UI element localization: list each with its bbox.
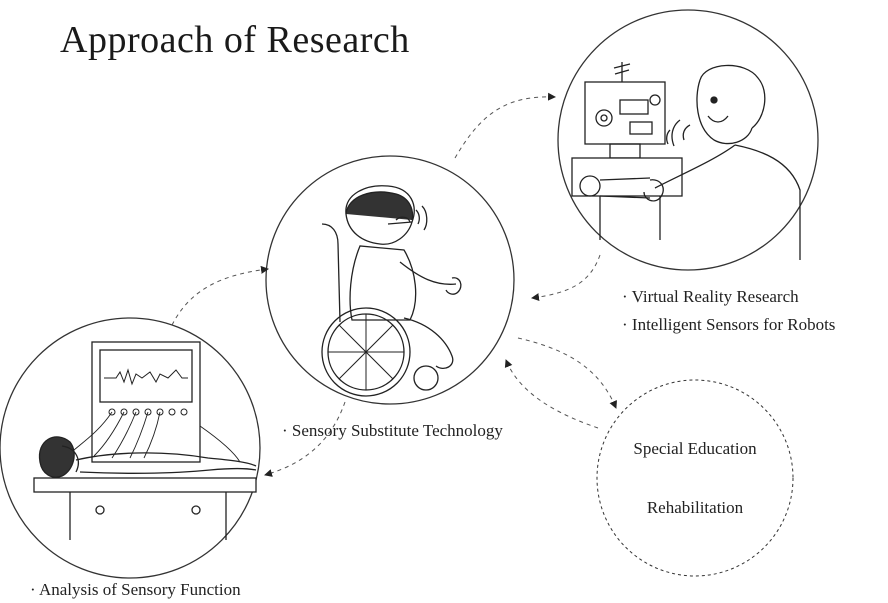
arrow-wheelchair-to-robot xyxy=(454,92,556,159)
analysis-illustration xyxy=(33,341,257,540)
label-intelligent-sensors: · Intelligent Sensors for Robots xyxy=(622,315,836,334)
education-circle xyxy=(596,379,794,577)
arrow-wheelchair-to-education xyxy=(517,337,617,409)
robot-illustration xyxy=(571,62,683,240)
arrow-wheelchair-to-analysis xyxy=(264,401,346,477)
label-sensory-substitute: · Sensory Substitute Technology xyxy=(282,421,503,440)
label-special-education: Special Education xyxy=(633,439,757,458)
arrow-robot-to-wheelchair xyxy=(531,254,601,302)
robot-circle xyxy=(557,9,819,271)
child-illustration xyxy=(643,64,801,260)
wheelchair-circle xyxy=(265,155,515,405)
arrow-education-to-wheelchair xyxy=(504,359,599,429)
analysis-circle xyxy=(0,317,261,579)
label-virtual-reality: · Virtual Reality Research xyxy=(622,287,799,306)
label-rehabilitation: Rehabilitation xyxy=(646,498,744,517)
arrow-analysis-to-wheelchair xyxy=(171,265,269,326)
page-title: Approach of Research xyxy=(60,19,410,61)
label-analysis: · Analysis of Sensory Function xyxy=(30,580,241,599)
wheelchair-illustration xyxy=(321,185,462,397)
